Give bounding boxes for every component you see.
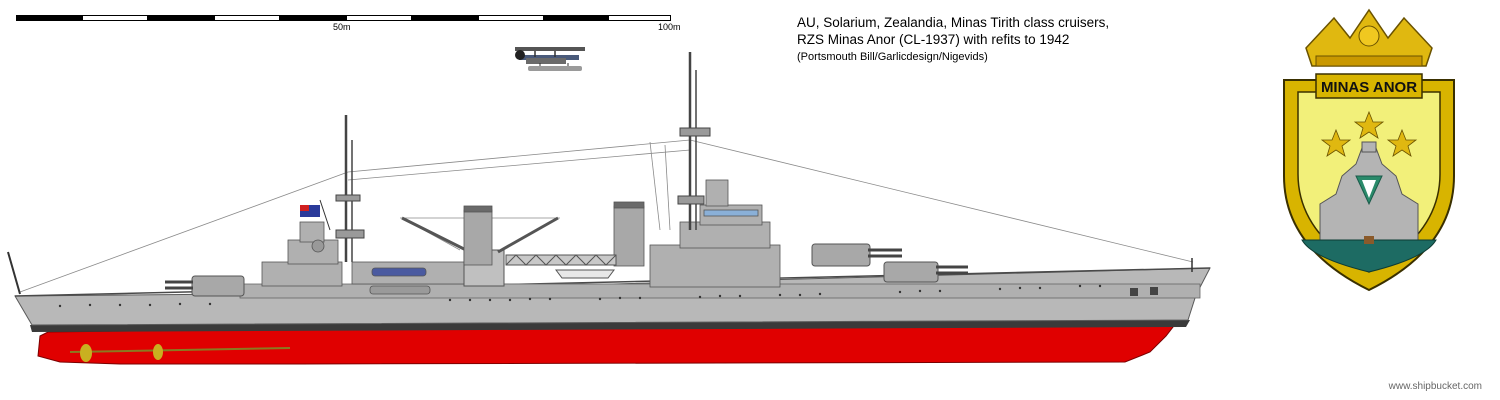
funnels [463, 201, 645, 267]
scale-segment [346, 15, 412, 21]
scale-segment [412, 15, 478, 21]
bridge-superstructure [649, 179, 781, 288]
watermark: www.shipbucket.com [1388, 381, 1482, 392]
turret-a [883, 261, 968, 283]
scale-segment [544, 15, 608, 21]
propellers [69, 344, 291, 362]
star-icons [1320, 110, 1418, 157]
title-line-2: RZS Minas Anor (CL-1937) with refits to … [797, 32, 1070, 47]
aft-superstructure [261, 221, 343, 287]
naval-crown-icon [1305, 8, 1433, 67]
scale-label-100m: 100m [658, 22, 681, 32]
aft-mast [335, 115, 365, 262]
crest-name-plate [1315, 73, 1423, 99]
citadel-icon [1319, 141, 1419, 241]
scale-segment [478, 15, 544, 21]
rigging-lines [19, 139, 1194, 293]
turret-aft [165, 275, 245, 297]
foremast [677, 52, 711, 230]
ship-crest: MINAS ANOR [1283, 8, 1455, 292]
title-block: AU, Solarium, Zealandia, Minas Tirith cl… [797, 14, 1109, 65]
ship-profile [7, 47, 1211, 365]
stern-flagstaff [7, 251, 21, 295]
ships-boat [555, 269, 615, 279]
ensign-flag [300, 199, 331, 231]
scale-label-50m: 50m [333, 22, 351, 32]
anchors [1130, 287, 1158, 296]
scale-segment [16, 15, 82, 21]
scale-segment [82, 15, 148, 21]
boot-topping [30, 320, 1190, 332]
boat-deck [351, 261, 473, 295]
scale-segment [280, 15, 346, 21]
crest-sea [1301, 239, 1437, 273]
seaplane [515, 47, 585, 71]
crest-gate [1364, 236, 1374, 244]
scale-segment [148, 15, 214, 21]
scale-segment [214, 15, 280, 21]
scale-bar [16, 15, 671, 21]
title-line-1: AU, Solarium, Zealandia, Minas Tirith cl… [797, 15, 1110, 30]
credits: (Portsmouth Bill/Garlicdesign/Nigevids) [797, 51, 988, 63]
turret-b [811, 243, 902, 267]
portholes [58, 284, 1102, 308]
scale-segment [608, 15, 671, 21]
catwalk [505, 254, 617, 266]
crest-name-text: MINAS ANOR [1321, 79, 1417, 96]
